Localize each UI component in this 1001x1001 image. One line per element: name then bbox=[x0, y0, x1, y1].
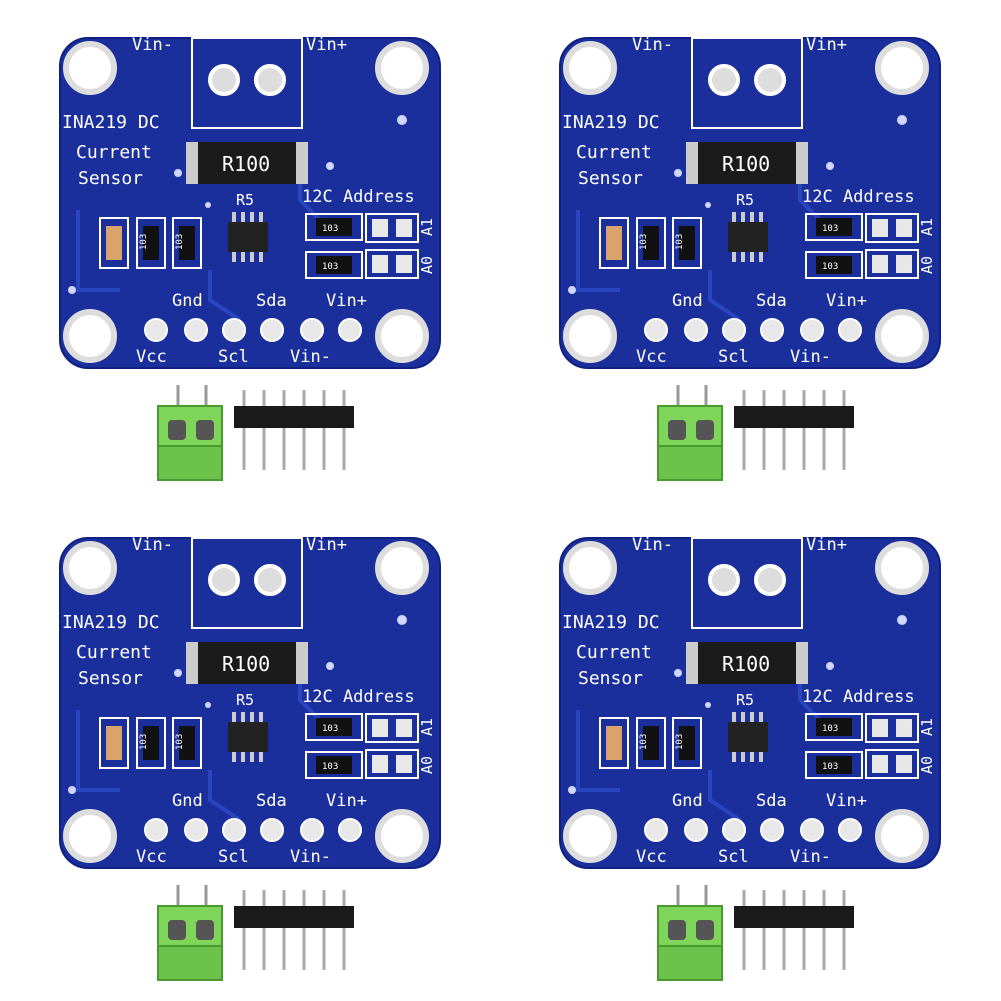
label-vin-minus-top: Vin- bbox=[132, 535, 173, 555]
label-vin-plus-top: Vin+ bbox=[806, 35, 847, 55]
label-addr-heading: 12C Address bbox=[302, 187, 415, 207]
label-r-code-4: 103 bbox=[322, 762, 338, 772]
label-r-code-3: 103 bbox=[822, 224, 838, 234]
label-shunt-value: R100 bbox=[722, 652, 770, 676]
label-vin-minus-top: Vin- bbox=[132, 35, 173, 55]
label-shunt-ref: R5 bbox=[736, 691, 754, 709]
label-pin-scl: Scl bbox=[718, 847, 749, 867]
label-title-2: Current bbox=[76, 642, 152, 663]
label-addr-heading: 12C Address bbox=[302, 687, 415, 707]
label-pin-vin-plus: Vin+ bbox=[326, 291, 367, 311]
label-r-code-3: 103 bbox=[322, 724, 338, 734]
label-r-code-3: 103 bbox=[322, 224, 338, 234]
label-r-code-4: 103 bbox=[822, 262, 838, 272]
label-title-3: Sensor bbox=[78, 668, 143, 689]
label-pin-gnd: Gnd bbox=[172, 791, 203, 811]
label-r-code-3: 103 bbox=[822, 724, 838, 734]
label-pin-gnd: Gnd bbox=[672, 291, 703, 311]
module-2 bbox=[560, 38, 940, 480]
label-a1: A1 bbox=[918, 718, 936, 736]
label-pin-sda: Sda bbox=[256, 791, 287, 811]
label-shunt-value: R100 bbox=[222, 652, 270, 676]
label-shunt-ref: R5 bbox=[736, 191, 754, 209]
label-shunt-value: R100 bbox=[722, 152, 770, 176]
label-pin-scl: Scl bbox=[218, 847, 249, 867]
label-title-2: Current bbox=[76, 142, 152, 163]
label-r-code-2: 103 bbox=[675, 234, 685, 250]
label-pin-vin-minus: Vin- bbox=[290, 847, 331, 867]
label-r-code-1: 103 bbox=[139, 234, 149, 250]
label-title-2: Current bbox=[576, 642, 652, 663]
label-title-3: Sensor bbox=[578, 668, 643, 689]
label-pin-vin-plus: Vin+ bbox=[826, 791, 867, 811]
label-r-code-4: 103 bbox=[822, 762, 838, 772]
label-pin-vin-plus: Vin+ bbox=[826, 291, 867, 311]
label-r-code-2: 103 bbox=[175, 234, 185, 250]
label-pin-vin-minus: Vin- bbox=[790, 847, 831, 867]
label-pin-vcc: Vcc bbox=[136, 347, 167, 367]
label-a1: A1 bbox=[918, 218, 936, 236]
label-vin-plus-top: Vin+ bbox=[806, 535, 847, 555]
label-r-code-2: 103 bbox=[175, 734, 185, 750]
label-title-1: INA219 DC bbox=[562, 612, 660, 633]
label-a1: A1 bbox=[418, 218, 436, 236]
label-vin-minus-top: Vin- bbox=[632, 35, 673, 55]
label-pin-scl: Scl bbox=[218, 347, 249, 367]
label-r-code-1: 103 bbox=[139, 734, 149, 750]
label-title-1: INA219 DC bbox=[562, 112, 660, 133]
label-pin-scl: Scl bbox=[718, 347, 749, 367]
label-pin-vcc: Vcc bbox=[636, 847, 667, 867]
label-title-1: INA219 DC bbox=[62, 112, 160, 133]
label-addr-heading: 12C Address bbox=[802, 187, 915, 207]
label-shunt-value: R100 bbox=[222, 152, 270, 176]
label-r-code-4: 103 bbox=[322, 262, 338, 272]
label-r-code-1: 103 bbox=[639, 234, 649, 250]
label-a0: A0 bbox=[418, 256, 436, 274]
label-pin-sda: Sda bbox=[756, 291, 787, 311]
label-pin-sda: Sda bbox=[256, 291, 287, 311]
label-title-3: Sensor bbox=[78, 168, 143, 189]
label-title-3: Sensor bbox=[578, 168, 643, 189]
label-a1: A1 bbox=[418, 718, 436, 736]
label-vin-plus-top: Vin+ bbox=[306, 35, 347, 55]
label-pin-vin-minus: Vin- bbox=[790, 347, 831, 367]
label-shunt-ref: R5 bbox=[236, 191, 254, 209]
label-pin-sda: Sda bbox=[756, 791, 787, 811]
label-pin-gnd: Gnd bbox=[172, 291, 203, 311]
label-pin-vcc: Vcc bbox=[136, 847, 167, 867]
label-a0: A0 bbox=[918, 756, 936, 774]
label-addr-heading: 12C Address bbox=[802, 687, 915, 707]
label-title-1: INA219 DC bbox=[62, 612, 160, 633]
label-pin-vin-plus: Vin+ bbox=[326, 791, 367, 811]
label-a0: A0 bbox=[418, 756, 436, 774]
label-pin-vin-minus: Vin- bbox=[290, 347, 331, 367]
label-shunt-ref: R5 bbox=[236, 691, 254, 709]
label-r-code-2: 103 bbox=[675, 734, 685, 750]
label-vin-minus-top: Vin- bbox=[632, 535, 673, 555]
label-a0: A0 bbox=[918, 256, 936, 274]
label-r-code-1: 103 bbox=[639, 734, 649, 750]
module-3 bbox=[60, 538, 440, 980]
label-title-2: Current bbox=[576, 142, 652, 163]
label-pin-gnd: Gnd bbox=[672, 791, 703, 811]
module-4 bbox=[560, 538, 940, 980]
label-pin-vcc: Vcc bbox=[636, 347, 667, 367]
label-vin-plus-top: Vin+ bbox=[306, 535, 347, 555]
module-1 bbox=[60, 38, 440, 480]
